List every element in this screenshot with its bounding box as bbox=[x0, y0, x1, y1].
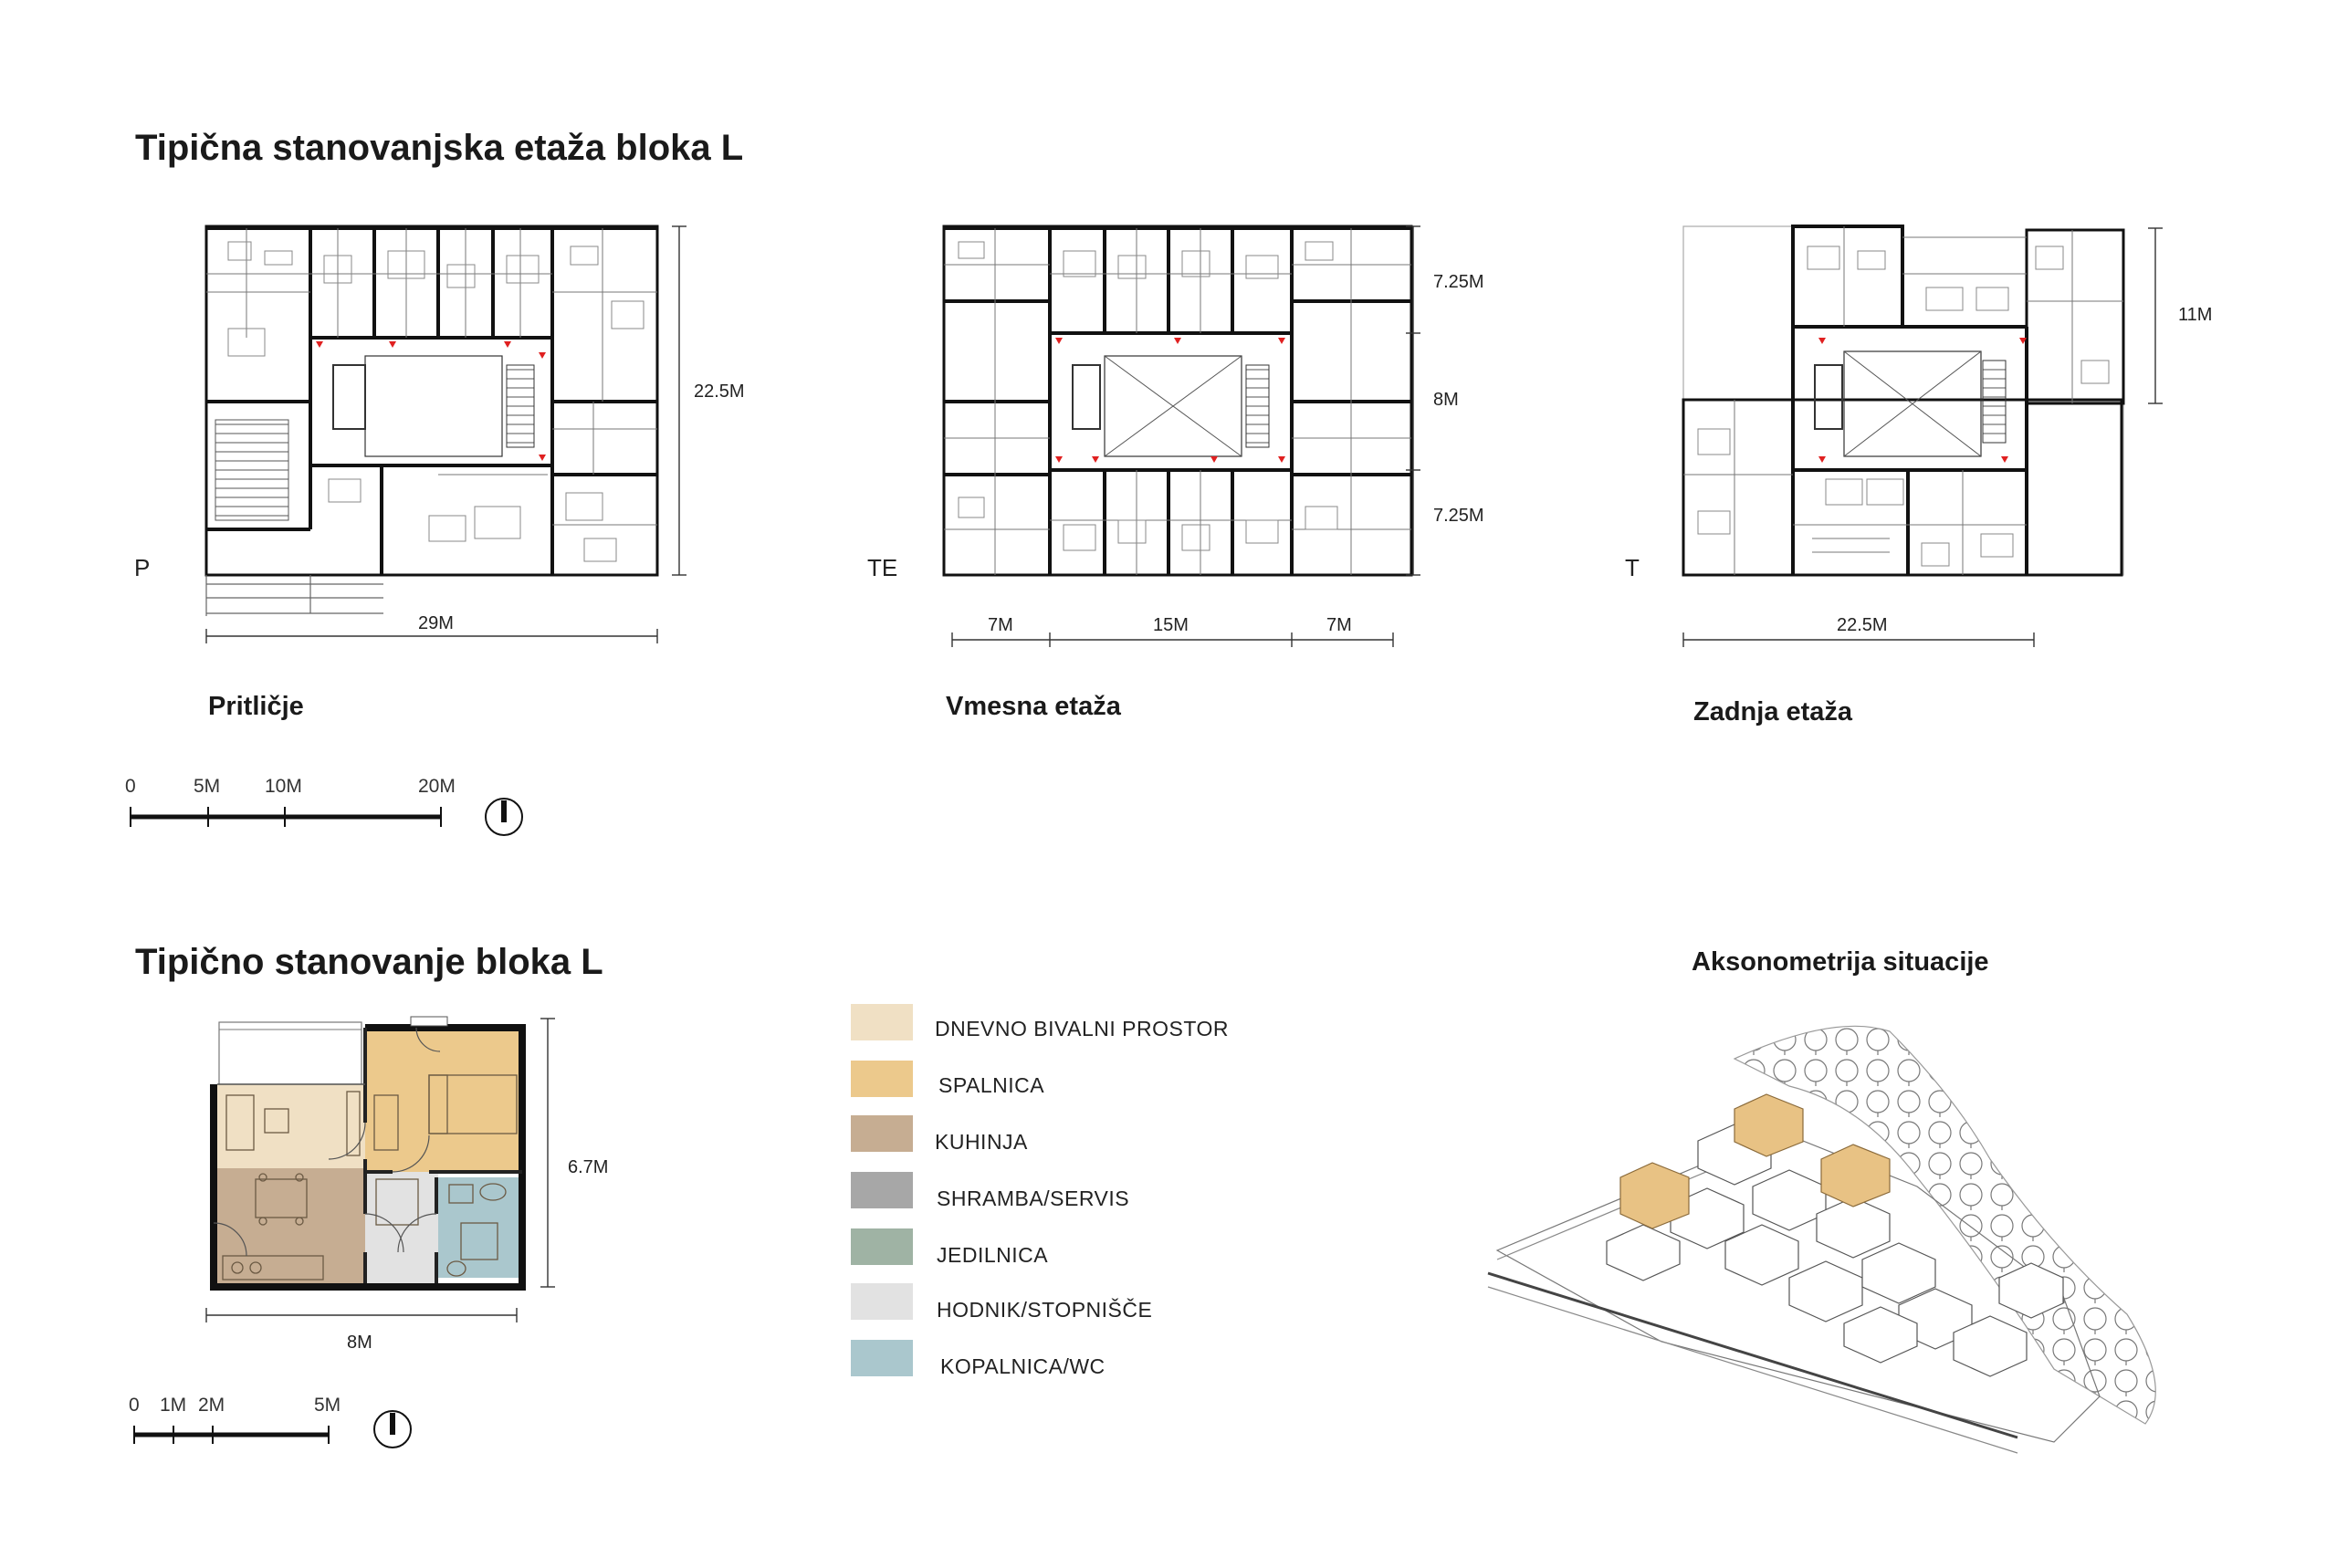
plan-ground-caption: Pritličje bbox=[208, 692, 304, 721]
plan-ground bbox=[204, 225, 659, 616]
axonometry-title: Aksonometrija situacije bbox=[1692, 947, 1989, 977]
plan-typical-caption: Vmesna etaža bbox=[946, 692, 1121, 721]
legend-label-hall: HODNIK/STOPNIŠČE bbox=[937, 1298, 1153, 1322]
north-arrow-apartment-icon bbox=[373, 1410, 412, 1448]
legend-label-storage: SHRAMBA/SERVIS bbox=[937, 1186, 1130, 1210]
apartment-width-label: 8M bbox=[347, 1333, 372, 1353]
plan-top-caption: Zadnja etaža bbox=[1693, 697, 1853, 727]
typical-dim-bottom-1: 7M bbox=[988, 615, 1013, 635]
scale-tick-0: 0 bbox=[125, 776, 136, 797]
plan-top bbox=[1682, 225, 2125, 577]
top-width-label: 22.5M bbox=[1837, 615, 1888, 635]
apartment-height-label: 6.7M bbox=[568, 1157, 609, 1177]
apt-scale-tick-2: 2M bbox=[198, 1395, 225, 1416]
legend-label-bathroom: KOPALNICA/WC bbox=[940, 1354, 1106, 1378]
scale-tick-20: 20M bbox=[418, 776, 456, 797]
ground-width-label: 29M bbox=[418, 613, 454, 633]
typical-dim-bottom-2: 15M bbox=[1153, 615, 1189, 635]
plan-typical-tag: TE bbox=[867, 554, 898, 581]
axonometry-drawing bbox=[1487, 1025, 2156, 1454]
legend-swatch-bathroom bbox=[851, 1340, 913, 1376]
ground-height-label: 22.5M bbox=[694, 382, 745, 402]
legend-label-dining: JEDILNICA bbox=[937, 1243, 1049, 1267]
scale-bar-plans bbox=[130, 807, 442, 827]
typical-dim-side-3: 7.25M bbox=[1433, 506, 1484, 526]
typical-dim-bottom-3: 7M bbox=[1326, 615, 1352, 635]
legend-label-living: DNEVNO BIVALNI PROSTOR bbox=[935, 1017, 1229, 1040]
plan-typical bbox=[942, 225, 1413, 577]
legend-swatch-kitchen bbox=[851, 1115, 913, 1152]
north-arrow-icon bbox=[485, 798, 523, 836]
top-height-label: 11M bbox=[2178, 305, 2213, 325]
legend-label-bedroom: SPALNICA bbox=[938, 1073, 1045, 1097]
dim-lines-ground bbox=[205, 225, 686, 643]
plan-ground-tag: P bbox=[134, 554, 151, 581]
apt-scale-tick-0: 0 bbox=[129, 1395, 140, 1416]
apartment-title: Tipično stanovanje bloka L bbox=[135, 942, 603, 982]
legend-swatch-dining bbox=[851, 1228, 913, 1265]
apt-scale-tick-1: 1M bbox=[160, 1395, 187, 1416]
typical-dim-side-1: 7.25M bbox=[1433, 272, 1484, 292]
scale-tick-10: 10M bbox=[265, 776, 302, 797]
legend-swatch-hall bbox=[851, 1283, 913, 1320]
legend-swatch-storage bbox=[851, 1172, 913, 1208]
dim-lines-typical bbox=[951, 225, 1420, 647]
typical-dim-side-2: 8M bbox=[1433, 390, 1459, 410]
scale-tick-5: 5M bbox=[194, 776, 221, 797]
dim-lines-apartment bbox=[205, 1018, 555, 1322]
legend-swatch-living bbox=[851, 1004, 913, 1040]
apt-scale-tick-5: 5M bbox=[314, 1395, 341, 1416]
dim-lines-top bbox=[1682, 227, 2163, 647]
plan-top-tag: T bbox=[1625, 554, 1640, 581]
legend-swatch-bedroom bbox=[851, 1061, 913, 1097]
legend-label-kitchen: KUHINJA bbox=[935, 1130, 1028, 1154]
block-l-buildings bbox=[1619, 1093, 1891, 1229]
scale-bar-apartment bbox=[133, 1426, 330, 1444]
apartment-plan bbox=[210, 1016, 526, 1291]
floor-plans-title: Tipična stanovanjska etaža bloka L bbox=[135, 128, 744, 168]
